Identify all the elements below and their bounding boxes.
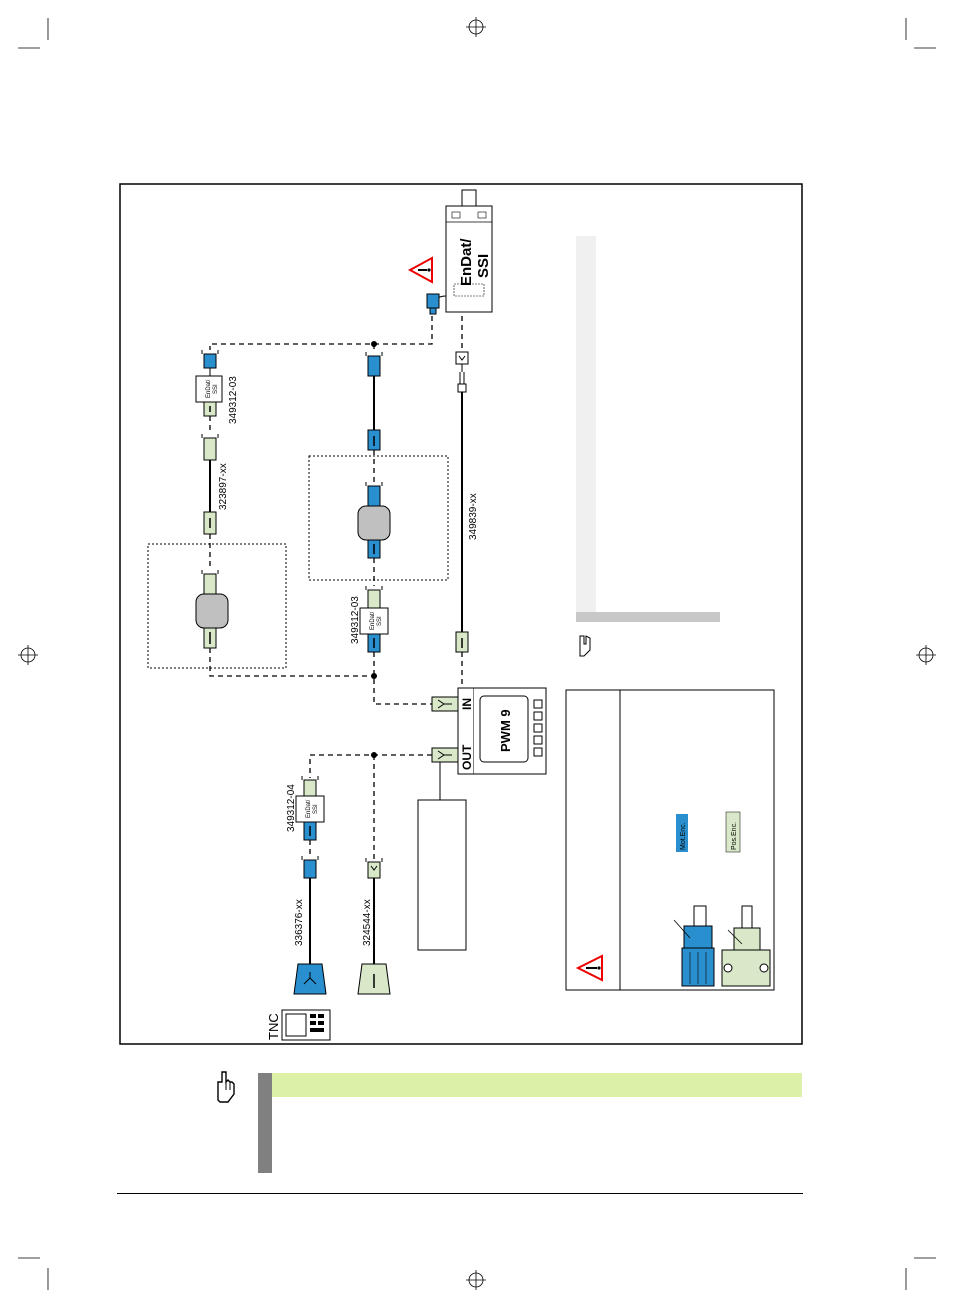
pwm-out-connector [431, 747, 459, 763]
adapter-349312-03-top: EnDat/ SSI 349312-03 [195, 350, 239, 424]
adapter-bottom-line2: SSI [313, 804, 319, 814]
note-side-bar [258, 1073, 272, 1173]
tnc-label: TNC [266, 1013, 281, 1040]
adapter-top-line2: SSI [213, 384, 219, 394]
encoder-title-line1: EnDat/ [458, 238, 475, 286]
diagram-frame [119, 183, 803, 1045]
adapter-349312-04: EnDat/ SSI 349312-04 [286, 776, 325, 841]
encoder-title-line2: SSI [475, 254, 492, 278]
coupler-left [195, 570, 229, 649]
legend-mot-enc: Mot.Enc. [680, 822, 687, 850]
info-panel-bar-horizontal [576, 612, 720, 622]
cable-label-336376-xx: 336376-xx [294, 899, 305, 946]
info-panel-bar-vertical [576, 236, 596, 612]
adapter-349312-03-mid: EnDat/ SSI 349312-03 [350, 586, 389, 653]
mot-enc-connector-drawing [673, 905, 715, 987]
cable-label-349312-03-top: 349312-03 [228, 376, 239, 424]
tnc-control: TNC [266, 1009, 331, 1041]
cable-label-349839-xx: 349839-xx [468, 493, 479, 540]
pwm-info-box [417, 799, 467, 951]
adapter-bottom-line1: EnDat/ [306, 799, 312, 818]
adapter-top-line1: EnDat/ [206, 379, 212, 398]
adapter-mid-line1: EnDat/ [370, 611, 376, 630]
coupler-mid [357, 482, 391, 559]
crop-marks [18, 18, 936, 1290]
registration-target-left [18, 645, 38, 665]
optional-box-left [147, 543, 287, 669]
registration-target-top [466, 17, 486, 37]
legend-pos-enc: Pos.Enc. [731, 822, 738, 850]
registration-target-bottom [466, 1270, 486, 1290]
registration-target-right [916, 645, 936, 665]
cable-324544-xx: 324544-xx [357, 858, 391, 995]
cable-label-324544-xx: 324544-xx [362, 899, 373, 946]
cable-column-mid-upper [365, 352, 383, 451]
footer-rule [117, 1193, 803, 1194]
adapter-mid-line2: SSI [377, 616, 383, 626]
cable-323897-xx: 323897-xx [201, 434, 229, 535]
hand-pointer-icon [212, 1070, 238, 1104]
encoder-connector [426, 293, 447, 315]
pos-enc-connector-drawing [721, 905, 771, 987]
pwm-in-label: IN [460, 698, 474, 710]
pwm-in-connector [431, 696, 459, 712]
cable-label-349312-03-mid: 349312-03 [350, 596, 361, 644]
cable-336376-xx: 336376-xx [293, 856, 327, 995]
warning-icon-legend [575, 954, 603, 982]
note-header-bar [272, 1073, 802, 1097]
hand-icon [579, 635, 591, 657]
warning-icon [407, 256, 433, 284]
cable-349839-xx: 349839-xx [455, 351, 479, 653]
note-box [258, 1073, 802, 1173]
cable-label-323897-xx: 323897-xx [218, 463, 229, 510]
encoder-motor: EnDat/ SSI [445, 189, 493, 313]
cable-label-349312-04: 349312-04 [286, 784, 297, 832]
pwm-out-label: OUT [460, 744, 474, 770]
optional-box-mid [308, 455, 449, 581]
legend-panel: Mot.Enc. Pos.Enc. [565, 689, 775, 991]
pwm-unit: PWM 9 IN OUT [457, 687, 547, 775]
pwm-name: PWM 9 [498, 709, 513, 752]
